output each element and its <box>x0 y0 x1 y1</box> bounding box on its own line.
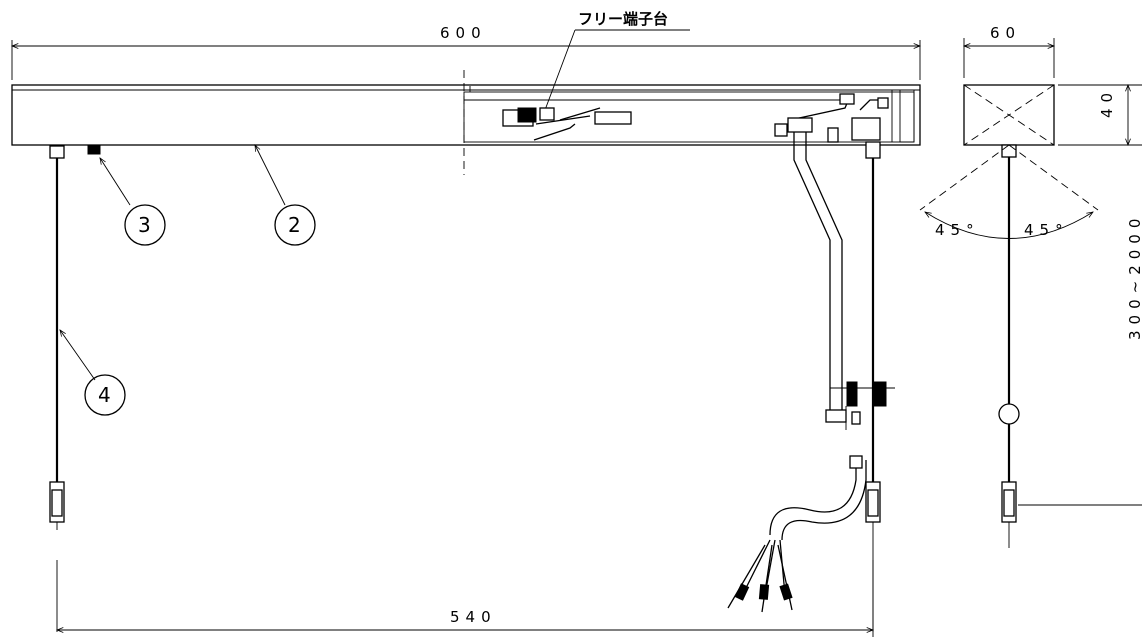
cable-length-label: 300~2000 <box>1126 213 1142 340</box>
callout-4: 4 <box>59 329 126 416</box>
dim-600-label: 600 <box>440 24 487 42</box>
cable-plugs <box>727 539 793 613</box>
callout-3: 3 <box>99 157 166 246</box>
right-pendant <box>865 141 881 637</box>
callout-4-label: 4 <box>98 383 111 407</box>
callout-3-label: 3 <box>138 213 151 237</box>
dimension-600: 600 <box>10 24 922 80</box>
dim-540-label: 540 <box>450 608 497 626</box>
angle-left-label: 45° <box>935 221 980 239</box>
dim-40-label: 40 <box>1098 87 1116 118</box>
terminal-block-label: フリー端子台 <box>578 10 668 28</box>
angle-right-label: 45° <box>1024 221 1069 239</box>
conduit <box>769 117 895 541</box>
dim-60-label: 60 <box>990 24 1021 42</box>
terminal-block-icon <box>517 107 537 123</box>
callout-2-label: 2 <box>288 213 301 237</box>
left-pendant <box>49 145 101 530</box>
internal-components <box>502 93 889 143</box>
small-part-3 <box>87 145 101 155</box>
main-body-front-view <box>11 70 921 175</box>
callout-2: 2 <box>254 144 316 246</box>
side-view: 60 40 45° 45° 300~2000 <box>919 24 1142 548</box>
terminal-block-callout: フリー端子台 <box>544 10 690 111</box>
dimension-540: 540 <box>55 560 875 633</box>
